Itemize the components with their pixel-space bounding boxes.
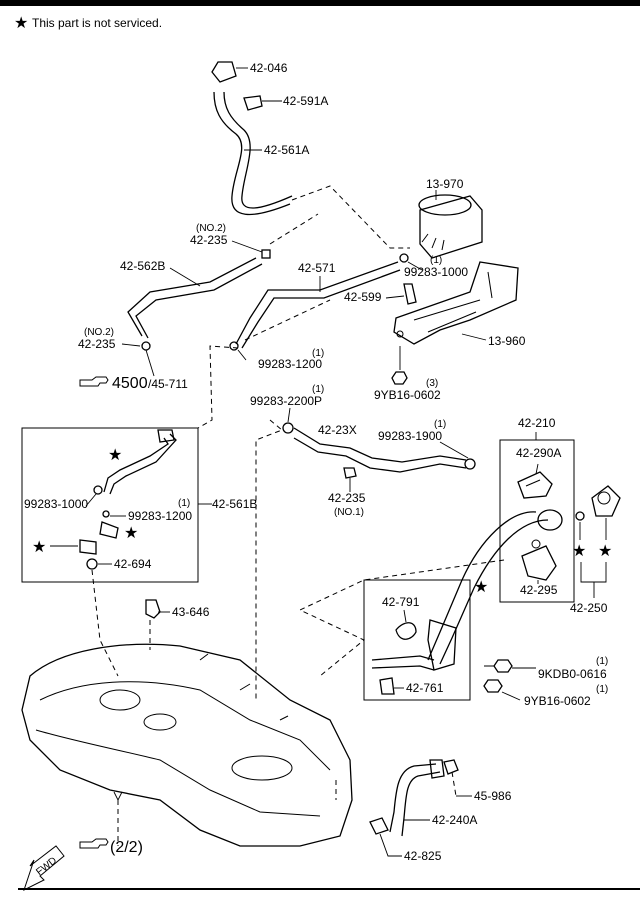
qty-99283-1200-lower: (1) — [178, 498, 190, 509]
bolt-9KDB0-0616[interactable] — [484, 659, 513, 673]
bracket-42-295[interactable] — [521, 539, 557, 581]
qty-99283-1900: (1) — [434, 419, 446, 430]
shield-42-791[interactable] — [395, 622, 417, 640]
label-42-561A: 42-561A — [264, 143, 309, 157]
ref-45-711[interactable]: /45-711 — [148, 377, 188, 391]
pointing-hand-icon — [79, 838, 109, 849]
label-9YB16-0602-upper: 9YB16-0602 — [374, 388, 441, 402]
top-rule — [0, 0, 640, 6]
clamp-42-235-no1[interactable] — [343, 467, 357, 479]
label-no1: (NO.1) — [334, 507, 364, 518]
label-42-571: 42-571 — [298, 261, 336, 275]
note-text: This part is not serviced. — [32, 16, 162, 30]
label-99283-1200-lower: 99283-1200 — [128, 509, 192, 523]
vent-hose-42-561A[interactable] — [211, 61, 293, 216]
star-icon: ★ — [572, 543, 586, 560]
grommet-42-694[interactable] — [86, 558, 98, 570]
label-45-986: 45-986 — [474, 789, 512, 803]
qty-9KDB0-0616: (1) — [596, 656, 608, 667]
hose-42-561B[interactable] — [103, 429, 177, 495]
label-42-046: 42-046 — [250, 61, 288, 75]
qty-9YB16-0602-upper: (3) — [426, 378, 438, 389]
label-99283-1900: 99283-1900 — [378, 429, 442, 443]
star-icon: ★ — [32, 539, 46, 556]
fwd-label: FWD — [34, 855, 59, 878]
label-42-761: 42-761 — [406, 681, 444, 695]
clamp-42-235-no2-lower[interactable] — [141, 341, 151, 351]
label-99283-1000-lower: 99283-1000 — [24, 497, 88, 511]
group-box-42-210 — [499, 439, 575, 603]
label-9KDB0-0616: 9KDB0-0616 — [538, 667, 607, 681]
label-42-235-lower: 42-235 — [78, 337, 116, 351]
clamp-99283-1900[interactable] — [464, 458, 476, 470]
clamp-99283-1200-upper[interactable] — [229, 341, 239, 351]
ref-2-2[interactable]: (2/2) — [110, 839, 143, 856]
clamp-99283-1000-upper[interactable] — [399, 253, 409, 263]
qty-99283-2200P: (1) — [312, 384, 324, 395]
label-42-295: 42-295 — [520, 583, 558, 597]
star-icon: ★ — [598, 543, 612, 560]
label-42-235-upper: 42-235 — [190, 233, 228, 247]
connector-valve[interactable] — [79, 521, 119, 555]
connector-42-599[interactable] — [403, 283, 417, 305]
fwd-arrow-icon — [23, 845, 65, 891]
label-99283-2200P: 99283-2200P — [250, 394, 322, 408]
fuel-tank[interactable] — [21, 643, 353, 847]
label-43-646: 43-646 — [172, 605, 210, 619]
label-42-250: 42-250 — [570, 601, 608, 615]
label-42-791: 42-791 — [382, 595, 420, 609]
hose-42-23X[interactable] — [293, 427, 467, 473]
clamp-45-986[interactable] — [443, 759, 459, 775]
label-42-825: 42-825 — [404, 849, 442, 863]
label-42-562B: 42-562B — [120, 259, 165, 273]
ref-4500[interactable]: 4500 — [112, 375, 148, 392]
clamp-42-825[interactable] — [369, 817, 389, 835]
label-42-561B: 42-561B — [212, 497, 257, 511]
fuel-cap-42-250[interactable] — [575, 485, 621, 521]
star-icon: ★ — [108, 447, 122, 464]
label-13-970: 13-970 — [426, 177, 464, 191]
pointing-hand-icon — [79, 376, 109, 387]
label-no2-upper: (NO.2) — [196, 223, 226, 234]
label-no2-lower: (NO.2) — [84, 327, 114, 338]
label-42-240A: 42-240A — [432, 813, 477, 827]
label-42-591A: 42-591A — [283, 94, 328, 108]
label-42-23X: 42-23X — [318, 423, 357, 437]
hose-42-562B[interactable] — [127, 257, 263, 339]
label-42-599: 42-599 — [344, 290, 382, 304]
qty-99283-1200-upper: (1) — [312, 348, 324, 359]
label-42-290A: 42-290A — [516, 446, 561, 460]
bottom-rule — [18, 888, 640, 890]
clamp-99283-1200-lower[interactable] — [102, 510, 110, 518]
label-42-235-no1: 42-235 — [328, 491, 366, 505]
label-42-694: 42-694 — [114, 557, 152, 571]
label-99283-1200-upper: 99283-1200 — [258, 357, 322, 371]
bracket-13-960[interactable] — [393, 261, 519, 345]
clamp-99283-2200P[interactable] — [282, 422, 294, 434]
clamp-99283-1000-lower[interactable] — [93, 485, 103, 495]
sender-43-646[interactable] — [145, 599, 161, 619]
canister-13-970[interactable] — [418, 194, 483, 259]
group-box-42-561B — [21, 427, 199, 583]
label-13-960: 13-960 — [488, 334, 526, 348]
label-99283-1000-upper: 99283-1000 — [404, 265, 468, 279]
nut-9YB16-0602-upper[interactable] — [391, 371, 408, 385]
qty-9YB16-0602-lower: (1) — [596, 684, 608, 695]
clamp-42-235-no2-upper[interactable] — [261, 249, 271, 259]
pipe-42-571[interactable] — [235, 261, 401, 349]
label-9YB16-0602-lower: 9YB16-0602 — [524, 694, 591, 708]
star-icon: ★ — [14, 15, 28, 32]
label-42-210: 42-210 — [518, 416, 556, 430]
hose-42-240A[interactable] — [389, 759, 445, 837]
group-box-42-791 — [363, 579, 471, 701]
filler-neck-42-290A[interactable] — [517, 471, 553, 499]
nut-9YB16-0602-lower[interactable] — [483, 679, 503, 693]
qty-99283-1000-upper: (1) — [430, 255, 442, 266]
star-icon: ★ — [124, 525, 138, 542]
star-icon: ★ — [474, 579, 488, 596]
pipe-42-761[interactable] — [371, 655, 435, 695]
